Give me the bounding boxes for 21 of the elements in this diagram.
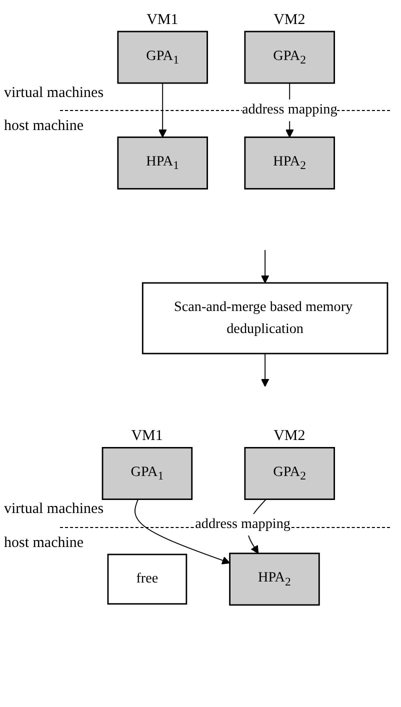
process-box: free <box>107 554 188 605</box>
address-box: GPA$_{1}$ <box>117 30 208 84</box>
address-box: GPA$_{2}$ <box>244 447 335 500</box>
layer-label: virtual machines <box>4 501 104 518</box>
address-box: HPA$_{2}$ <box>244 136 335 190</box>
arrow <box>260 250 270 284</box>
arrow <box>260 353 270 387</box>
column-heading: VM1 <box>146 12 178 29</box>
address-box: HPA$_{1}$ <box>117 136 208 190</box>
arrow <box>158 82 167 138</box>
layer-label: virtual machines <box>4 85 104 102</box>
arrow <box>134 498 230 564</box>
address-box: GPA$_{2}$ <box>244 30 335 84</box>
layer-label: host machine <box>4 535 84 552</box>
address-box: HPA$_{2}$ <box>229 552 320 606</box>
column-heading: VM1 <box>131 428 163 445</box>
column-heading: VM2 <box>274 12 306 29</box>
layer-label: host machine <box>4 118 84 136</box>
process-box: Scan-and-merge based memory deduplication <box>142 282 388 354</box>
column-heading: VM2 <box>274 428 306 445</box>
address-box: GPA$_{1}$ <box>102 447 193 500</box>
